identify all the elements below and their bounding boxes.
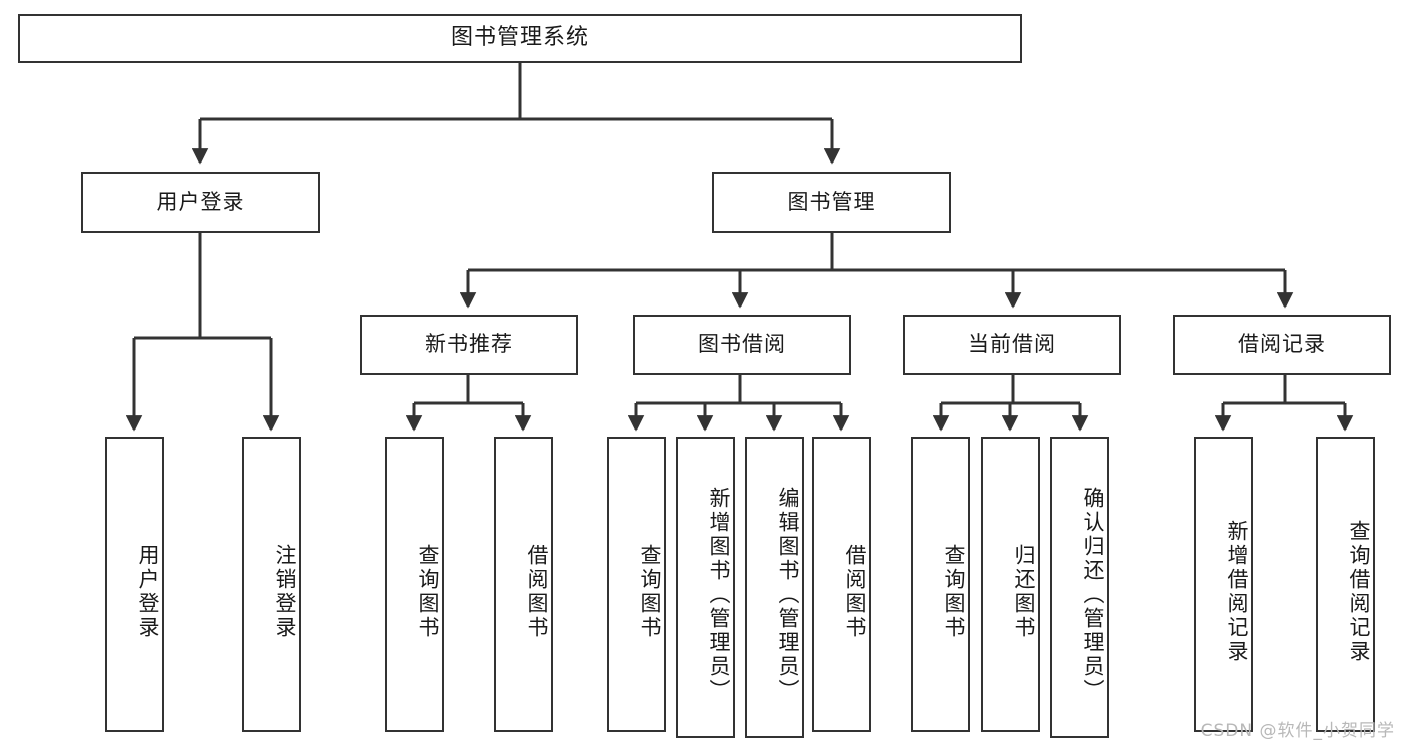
leaf-current-return-book[interactable]: 归还图书 (981, 437, 1040, 732)
leaf-borrow-borrow-book[interactable]: 借阅图书 (812, 437, 871, 732)
node-label: 用户登录 (136, 543, 160, 640)
node-label: 新增借阅记录 (1225, 519, 1249, 664)
node-current-borrow[interactable]: 当前借阅 (903, 315, 1121, 375)
leaf-recommend-query-book[interactable]: 查询图书 (385, 437, 444, 732)
node-label: 查询图书 (416, 543, 440, 640)
leaf-borrow-query-book[interactable]: 查询图书 (607, 437, 666, 732)
node-label: 注销登录 (273, 543, 297, 640)
node-book-management[interactable]: 图书管理 (712, 172, 951, 233)
leaf-current-query-book[interactable]: 查询图书 (911, 437, 970, 732)
node-label: 新增图书（管理员） (707, 486, 731, 703)
node-label: 当前借阅 (968, 332, 1056, 357)
node-label: 图书管理系统 (450, 25, 589, 51)
leaf-record-query-record[interactable]: 查询借阅记录 (1316, 437, 1375, 732)
node-book-borrow[interactable]: 图书借阅 (633, 315, 851, 375)
leaf-recommend-borrow-book[interactable]: 借阅图书 (494, 437, 553, 732)
leaf-current-confirm-return-admin[interactable]: 确认归还（管理员） (1050, 437, 1109, 738)
node-label: 借阅图书 (843, 543, 867, 640)
leaf-user-login[interactable]: 用户登录 (105, 437, 164, 732)
node-label: 编辑图书（管理员） (776, 486, 800, 703)
node-label: 图书借阅 (698, 332, 786, 357)
node-label: 新书推荐 (425, 332, 513, 357)
node-label: 归还图书 (1012, 543, 1036, 640)
node-user-login[interactable]: 用户登录 (81, 172, 320, 233)
node-label: 查询图书 (638, 543, 662, 640)
node-borrow-record[interactable]: 借阅记录 (1173, 315, 1391, 375)
node-label: 借阅图书 (525, 543, 549, 640)
node-label: 查询借阅记录 (1347, 519, 1371, 664)
node-new-book-recommend[interactable]: 新书推荐 (360, 315, 578, 375)
node-label: 借阅记录 (1238, 332, 1326, 357)
leaf-record-add-record[interactable]: 新增借阅记录 (1194, 437, 1253, 732)
node-root-system[interactable]: 图书管理系统 (18, 14, 1022, 63)
leaf-borrow-edit-book-admin[interactable]: 编辑图书（管理员） (745, 437, 804, 738)
node-label: 确认归还（管理员） (1081, 486, 1105, 703)
node-label: 用户登录 (156, 189, 245, 214)
node-label: 图书管理 (787, 189, 876, 214)
leaf-user-logout[interactable]: 注销登录 (242, 437, 301, 732)
csdn-watermark: CSDN @软件_小贺同学 (1200, 721, 1395, 741)
leaf-borrow-add-book-admin[interactable]: 新增图书（管理员） (676, 437, 735, 738)
node-label: 查询图书 (942, 543, 966, 640)
